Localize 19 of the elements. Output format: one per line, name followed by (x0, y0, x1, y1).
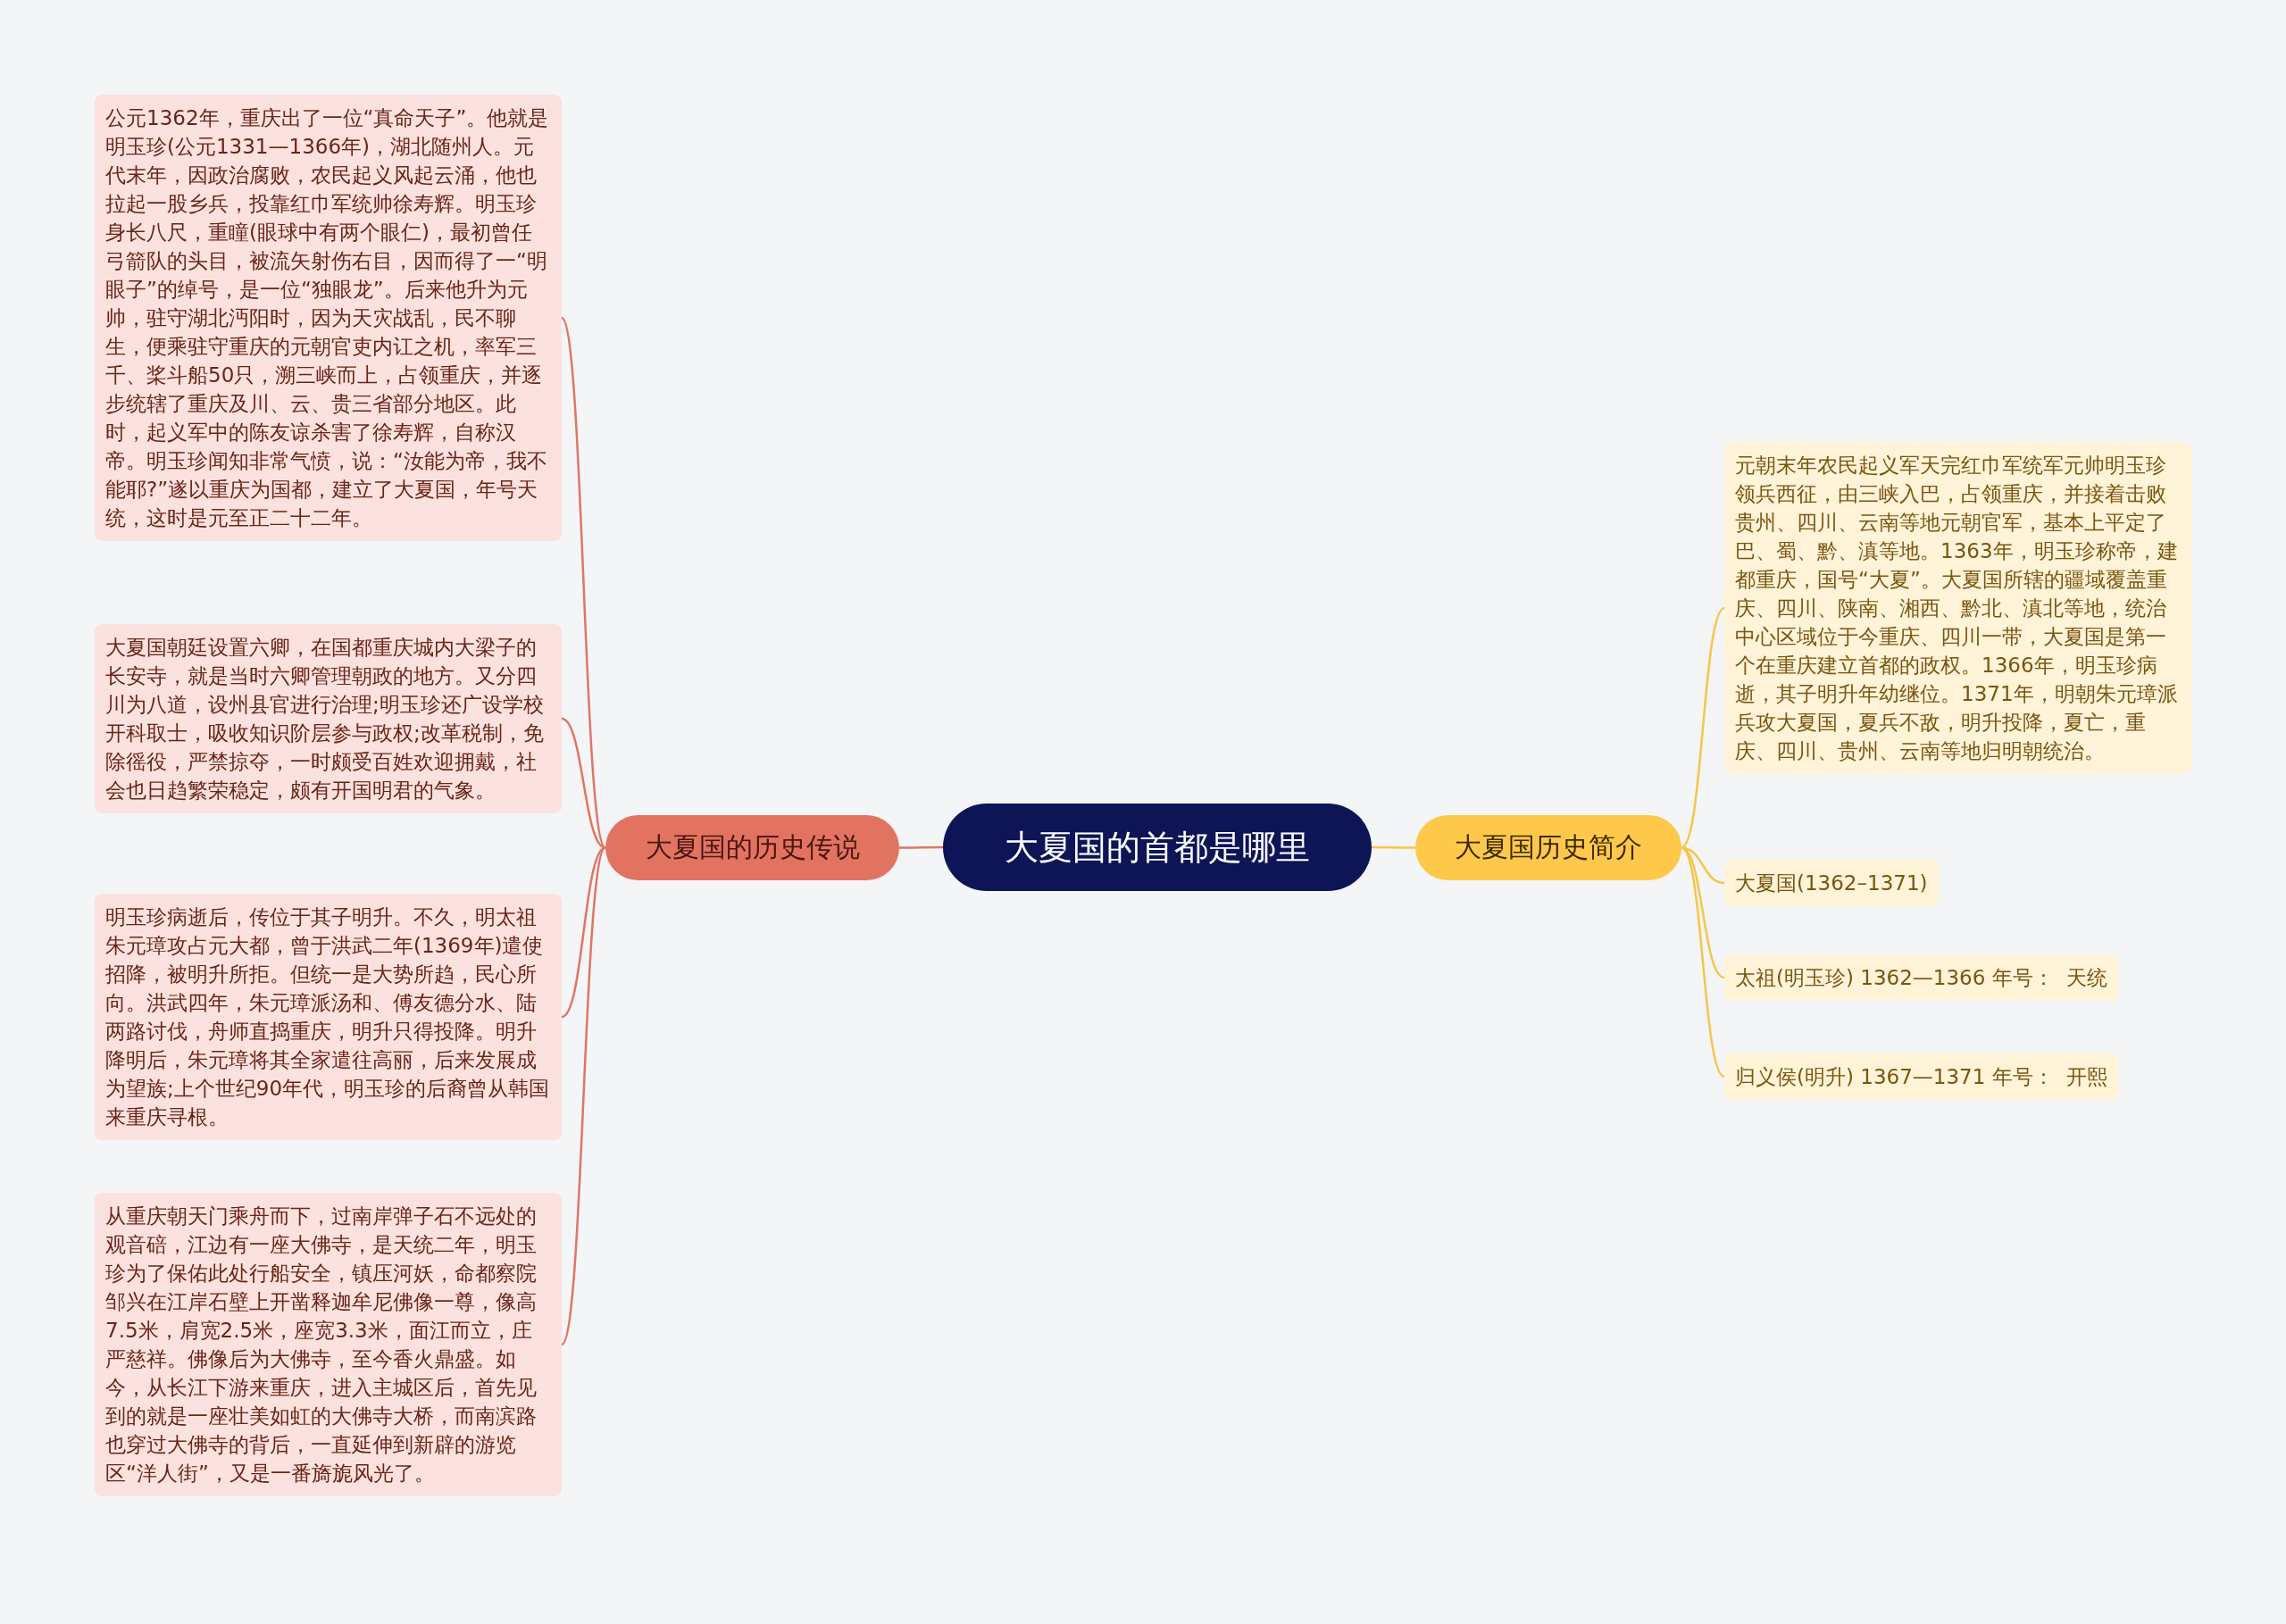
text-card: 太祖(明玉珍) 1362—1366 年号： 天统 (1724, 954, 2119, 1001)
text-card: 大夏国(1362–1371) (1724, 860, 1939, 906)
connector-line (560, 317, 607, 849)
connector-line (1681, 846, 1725, 1078)
text-card: 元朝末年农民起义军天完红巾军统军元帅明玉珍领兵西征，由三峡入巴，占领重庆，并接着击败贵州、四川、云南等地元朝官军，基本上平定了巴、蜀、黔、滇等地。1363年，明玉珍称帝，建都重庆，国号“大夏”。大夏国所辖的疆域覆盖重庆、四川、陕南、湘西、黔北、滇北等地，统治中心区域位于今重庆、四川一带，大夏国是第一个在重庆建立首都的政权。1366年，明玉珍病逝，其子明升年幼继位。1371年，明朝朱元璋派兵攻大夏国，夏兵不敌，明升投降，夏亡，重庆、四川、贵州、云南等地归明朝统治。 (1724, 442, 2191, 774)
connector-line (899, 845, 943, 849)
text-card: 归义侯(明升) 1367—1371 年号： 开熙 (1724, 1054, 2119, 1100)
text-card: 明玉珍病逝后，传位于其子明升。不久，明太祖朱元璋攻占元大都，曾于洪武二年(1369年)遣使招降，被明升所拒。但统一是大势所趋，民心所向。洪武四年，朱元璋派汤和、傅友德分水、陆两路讨伐，舟师直捣重庆，明升只得投降。明升降明后，朱元璋将其全家遣往高丽，后来发展成为望族;上个世纪90年代，明玉珍的后裔曾从韩国来重庆寻根。 (95, 894, 562, 1140)
connector-line (561, 846, 606, 1019)
text-card: 从重庆朝天门乘舟而下，过南岸弹子石不远处的观音碚，江边有一座大佛寺，是天统二年，明玉珍为了保佑此处行船安全，镇压河妖，命都察院邹兴在江岸石壁上开凿释迦牟尼佛像一尊，像高7.5米，肩宽2.5米，座宽3.3米，面江而立，庄严慈祥。佛像后为大佛寺，至今香火鼎盛。如今，从长江下游来重庆，进入主城区后，首先见到的就是一座壮美如虹的大佛寺大桥，而南滨路也穿过大佛寺的背后，一直延伸到新辟的游览区“洋人街”，又是一番旖旎风光了。 (95, 1193, 562, 1496)
text-card: 公元1362年，重庆出了一位“真命天子”。他就是明玉珍(公元1331—1366年)，湖北随州人。元代末年，因政治腐败，农民起义风起云涌，他也拉起一股乡兵，投靠红巾军统帅徐寿辉。明玉珍身长八尺，重瞳(眼球中有两个眼仁)，最初曾任弓箭队的头目，被流矢射伤右目，因而得了一“明眼子”的绰号，是一位“独眼龙”。后来他升为元帅，驻守湖北沔阳时，因为天灾战乱，民不聊生，便乘驻守重庆的元朝官吏内讧之机，率军三千、桨斗船50只，溯三峡而上，占领重庆，并逐步统辖了重庆及川、云、贵三省部分地区。此时，起义军中的陈友谅杀害了徐寿辉，自称汉帝。明玉珍闻知非常气愤，说：“汝能为帝，我不能耶?”遂以重庆为国都，建立了大夏国，年号天统，这时是元至正二十二年。 (95, 95, 562, 541)
connector-line (1681, 607, 1725, 849)
connector-line (1372, 845, 1415, 849)
connector-line (561, 717, 606, 849)
text-card: 大夏国朝廷设置六卿，在国都重庆城内大梁子的长安寺，就是当时六卿管理朝政的地方。又分四川为八道，设州县官进行治理;明玉珍还广设学校开科取士，吸收知识阶层参与政权;改革税制，免除徭役，严禁掠夺，一时颇受百姓欢迎拥戴，社会也日趋繁荣稳定，颇有开国明君的气象。 (95, 624, 562, 813)
connector-line (560, 846, 607, 1345)
branch-topic: 大夏国的历史传说 (605, 815, 899, 880)
branch-topic: 大夏国历史简介 (1415, 815, 1681, 880)
central-topic: 大夏国的首都是哪里 (943, 804, 1372, 891)
